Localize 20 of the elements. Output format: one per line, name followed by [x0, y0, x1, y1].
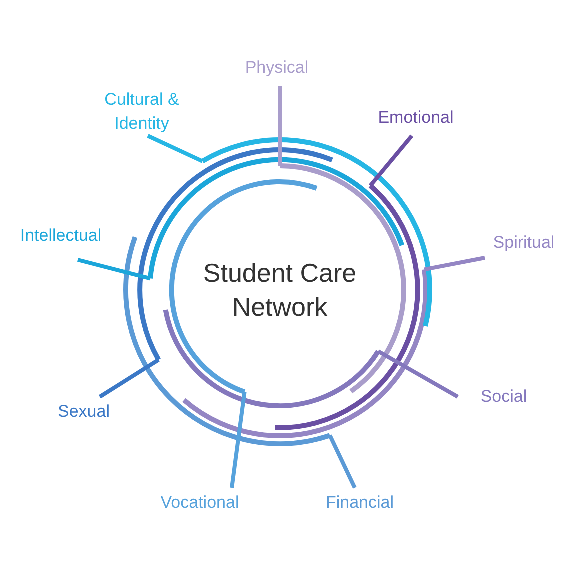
category-label: Physical	[245, 56, 309, 80]
leader-line	[278, 86, 282, 166]
category-label: Social	[480, 385, 528, 409]
leader-line	[368, 134, 414, 188]
category-label: Emotional	[378, 106, 454, 130]
leader-line	[377, 350, 459, 399]
leader-line	[230, 392, 247, 488]
leader-line	[78, 258, 151, 281]
category-label: Financial	[326, 491, 394, 515]
leader-line	[147, 134, 204, 164]
category-label: Cultural & Identity	[87, 88, 197, 136]
category-label: Intellectual	[20, 224, 102, 248]
category-label: Vocational	[160, 491, 240, 515]
category-label: Sexual	[58, 400, 110, 424]
leader-line	[328, 434, 357, 489]
center-title: Student Care Network	[190, 256, 370, 324]
category-label: Spiritual	[493, 231, 555, 255]
leader-line	[98, 358, 160, 399]
arc-segment	[202, 138, 432, 327]
leader-line	[424, 256, 486, 272]
